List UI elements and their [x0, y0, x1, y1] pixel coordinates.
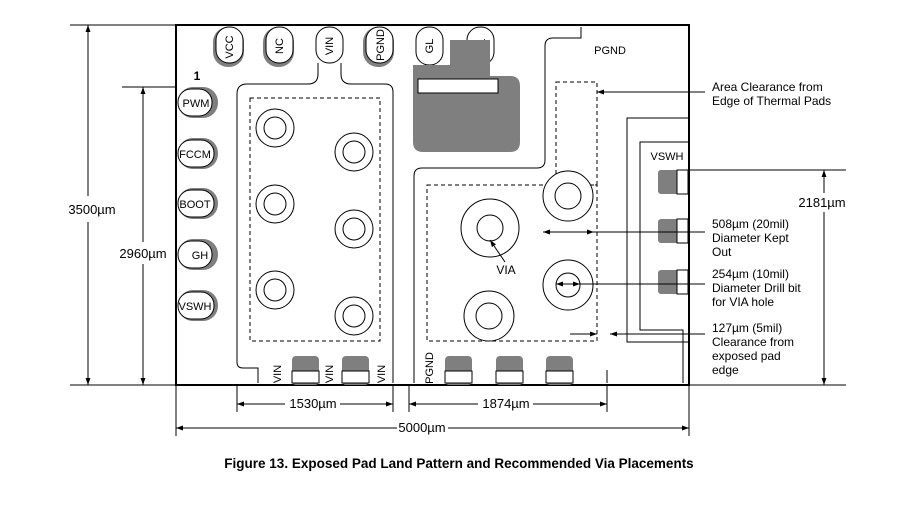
pin-label-gl-1: GL — [424, 39, 436, 54]
via — [463, 290, 515, 342]
right-pad-height-label: 2181µm — [798, 195, 845, 210]
right-pad-width-label: 1874µm — [482, 396, 529, 411]
dimension-bottom-widths: 1530µm 1874µm 5000µm — [175, 385, 690, 436]
area-clearance-line-1: Area Clearance from — [712, 80, 823, 94]
via — [460, 198, 520, 258]
pin-label-vin-bottom-1: VIN — [272, 365, 284, 383]
left-pad-width-label: 1530µm — [289, 396, 336, 411]
via — [334, 296, 374, 336]
via — [542, 259, 594, 311]
pin-label-vin-bottom-3: VIN — [376, 365, 388, 383]
via — [542, 170, 594, 222]
via — [334, 132, 374, 172]
clearance-line-3: exposed pad — [712, 349, 781, 363]
via — [255, 108, 295, 148]
keepout-line-1: 508µm (20mil) — [712, 217, 789, 231]
left-pins: PWM FCCM BOOT GH VSWH — [177, 87, 218, 321]
drill-line-2: Diameter Drill bit — [712, 281, 801, 295]
via — [334, 209, 374, 249]
pin-gh: GH — [177, 239, 218, 270]
pin-label-vin-bottom-2: VIN — [324, 365, 336, 383]
pin-fccm: FCCM — [177, 138, 218, 169]
drill-line-3: for VIA hole — [712, 295, 774, 309]
left-pad-vias — [255, 108, 374, 336]
pin-pwm: PWM — [177, 87, 218, 118]
pin-label-pgnd-top: PGND — [375, 29, 387, 61]
bottom-vin-pins: VIN VIN VIN — [272, 356, 388, 385]
keepout-line-2: Diameter Kept — [712, 231, 789, 245]
dimension-total-height: 3500µm — [68, 24, 176, 386]
via — [255, 270, 295, 310]
pin-label-vswh-right: VSWH — [651, 151, 684, 163]
right-pins — [658, 169, 689, 295]
pin-boot: BOOT — [177, 188, 218, 219]
gl-thermal-pad — [413, 40, 520, 152]
total-height-label: 3500µm — [68, 202, 115, 217]
pin-label-vin-top: VIN — [324, 37, 336, 55]
pin-label-fccm: FCCM — [179, 149, 211, 161]
left-thermal-pad-outline — [236, 63, 319, 383]
pin-label-boot: BOOT — [179, 199, 210, 211]
via-label: VIA — [496, 263, 515, 277]
clearance-line-1: 127µm (5mil) — [712, 321, 782, 335]
drill-line-1: 254µm (10mil) — [712, 267, 789, 281]
right-pad-keepout-area — [426, 184, 598, 342]
pin-pgnd-top: PGND — [363, 26, 394, 67]
left-pad-keepout-area — [249, 97, 381, 342]
figure-caption: Figure 13. Exposed Pad Land Pattern and … — [224, 456, 694, 471]
left-pad-height-label: 2960µm — [119, 246, 166, 261]
clearance-annotation: 127µm (5mil) Clearance from exposed pad … — [570, 321, 794, 377]
area-clearance-annotation: Area Clearance from Edge of Thermal Pads — [597, 80, 831, 108]
via — [255, 184, 295, 224]
vswh-pad-outline — [626, 117, 689, 343]
pgnd-top-right-outline — [413, 27, 582, 383]
pin-label-vswh-left: VSWH — [179, 301, 212, 313]
right-pad-vias — [460, 170, 594, 342]
area-clearance-line-2: Edge of Thermal Pads — [712, 94, 831, 108]
drill-annotation: 254µm (10mil) Diameter Drill bit for VIA… — [556, 267, 801, 309]
pin-label-pgnd-bottom: PGND — [424, 352, 436, 384]
clearance-line-4: edge — [712, 363, 739, 377]
pin-label-gh: GH — [192, 250, 209, 262]
via-label-arrow — [489, 239, 506, 263]
pin-vswh-left: VSWH — [177, 290, 218, 321]
pin-label-vcc: VCC — [224, 35, 236, 58]
pin-nc: NC — [263, 26, 294, 67]
keepout-line-3: Out — [712, 245, 732, 259]
pin-vin-top: VIN — [315, 26, 344, 64]
vswh-pad-inner-outline — [639, 141, 689, 383]
left-thermal-pad-outline-right — [340, 63, 394, 383]
top-pins: VCC NC VIN PGND GL GL — [213, 26, 495, 67]
pin-vcc: VCC — [213, 26, 244, 67]
bottom-pgnd-pins: PGND — [424, 352, 574, 385]
pin-label-pgnd-top-right: PGND — [594, 45, 626, 57]
pin-gl-1: GL — [415, 26, 444, 66]
pin1-marker: 1 — [194, 69, 201, 83]
clearance-line-2: Clearance from — [712, 335, 794, 349]
total-width-label: 5000µm — [398, 420, 445, 435]
keepout-annotation: 508µm (20mil) Diameter Kept Out — [543, 217, 789, 259]
gl-pad-label-strip — [417, 78, 499, 94]
pin-label-nc: NC — [274, 38, 286, 54]
pin-label-pwm: PWM — [183, 98, 210, 110]
